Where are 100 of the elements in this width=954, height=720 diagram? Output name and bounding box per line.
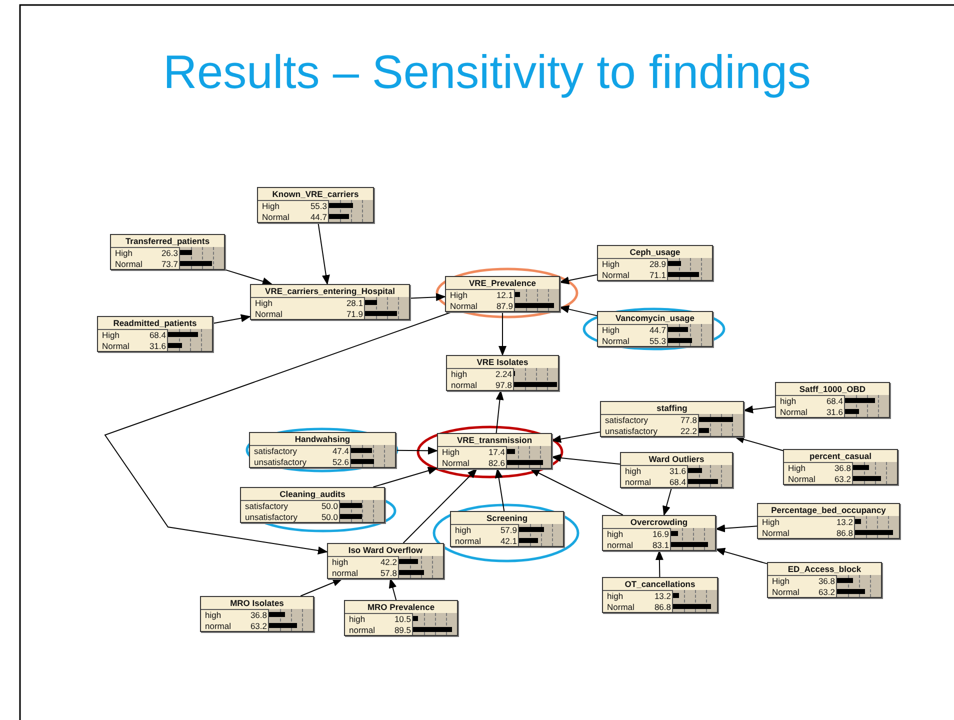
state-label: High [262,201,280,211]
network-node [767,562,882,598]
probability-value: 2.24 [495,369,512,379]
state-label: unsatisfactory [254,456,306,466]
arrow [559,305,598,316]
arrow [402,468,478,544]
network-node [445,276,560,312]
probability-value: 82.6 [488,458,505,468]
arrow [212,314,251,324]
arrow [388,578,397,600]
probability-value: 17.4 [488,447,505,457]
probability-value: 42.1 [500,536,517,546]
arrow [655,550,664,578]
state-label: normal [625,476,651,486]
state-label: High [762,517,780,527]
state-label: Normal [442,458,470,468]
state-label: High [450,290,468,300]
probability-value: 50.0 [321,501,338,511]
arrow [743,405,776,414]
state-label: high [625,466,642,476]
probability-value: 36.8 [834,463,851,473]
network-node [110,234,225,270]
probability-value: 36.8 [818,576,835,586]
arrow [559,274,598,284]
network-node [240,487,385,523]
arrow [551,432,600,443]
network-node [775,382,890,418]
state-label: Normal [780,406,808,416]
arrow [494,468,505,512]
probability-value: 31.6 [826,406,843,416]
probability-value: 71.1 [649,270,666,280]
probability-value: 86.8 [654,602,671,612]
probability-value: 42.2 [380,557,397,567]
network-node [597,311,713,347]
probability-value: 26.3 [161,248,178,258]
slide-title: Results – Sensitivity to findings [162,44,812,100]
arrow [224,269,272,286]
state-label: normal [455,536,481,546]
probability-value: 63.2 [250,620,267,630]
probability-value: 63.2 [834,474,851,484]
state-label: unsatisfactory [605,426,658,436]
probability-value: 68.4 [826,396,843,406]
probability-value: 44.7 [649,325,666,335]
state-label: high [780,396,796,406]
state-label: Normal [262,212,290,222]
state-label: high [455,525,472,535]
state-label: Normal [115,258,142,268]
state-label: Normal [602,336,630,346]
state-label: High [115,248,132,258]
state-label: normal [607,540,633,550]
probability-value: 28.1 [346,298,363,308]
state-label: high [451,369,468,379]
probability-value: 71.9 [346,308,363,318]
probability-value: 22.2 [680,426,697,436]
arrow [104,312,452,554]
state-label: Normal [772,586,800,596]
arrow [318,222,330,285]
network-node [257,187,374,223]
probability-value: 50.0 [321,512,338,522]
probability-value: 73.7 [161,258,178,268]
probability-value: 44.7 [310,212,327,222]
state-label: high [607,591,624,601]
state-label: High [788,463,806,473]
probability-value: 77.8 [680,415,697,425]
arrow [551,454,620,465]
network-node [597,245,713,281]
probability-value: 52.6 [332,456,349,466]
network-node [446,355,559,391]
state-label: High [442,447,460,457]
probability-value: 57.8 [380,568,397,578]
arrow [715,524,758,532]
network-node [602,577,718,613]
arrow [300,578,343,596]
network-node [200,596,314,632]
network-node [97,316,213,352]
state-label: High [772,576,790,586]
probability-value: 12.1 [496,290,513,300]
state-label: high [332,557,348,567]
arrow [530,468,624,516]
probability-value: 86.8 [836,528,853,538]
state-label: High [602,325,620,335]
state-label: High [102,330,120,340]
state-label: high [607,529,624,539]
probability-value: 55.3 [649,336,666,346]
network-node [757,503,900,539]
probability-value: 16.9 [652,529,669,539]
arrow [372,466,438,488]
probability-value: 13.2 [654,591,671,601]
state-label: Normal [602,270,630,280]
probability-value: 83.1 [652,540,669,550]
state-label: normal [349,624,375,634]
probability-value: 57.9 [500,525,517,535]
state-label: normal [451,380,477,390]
state-label: High [255,298,272,308]
arrow [396,446,438,455]
probability-value: 47.4 [332,446,349,456]
probability-value: 68.4 [669,476,686,486]
state-label: satisfactory [254,446,297,456]
probability-value: 63.2 [818,586,835,596]
state-label: normal [205,620,231,630]
